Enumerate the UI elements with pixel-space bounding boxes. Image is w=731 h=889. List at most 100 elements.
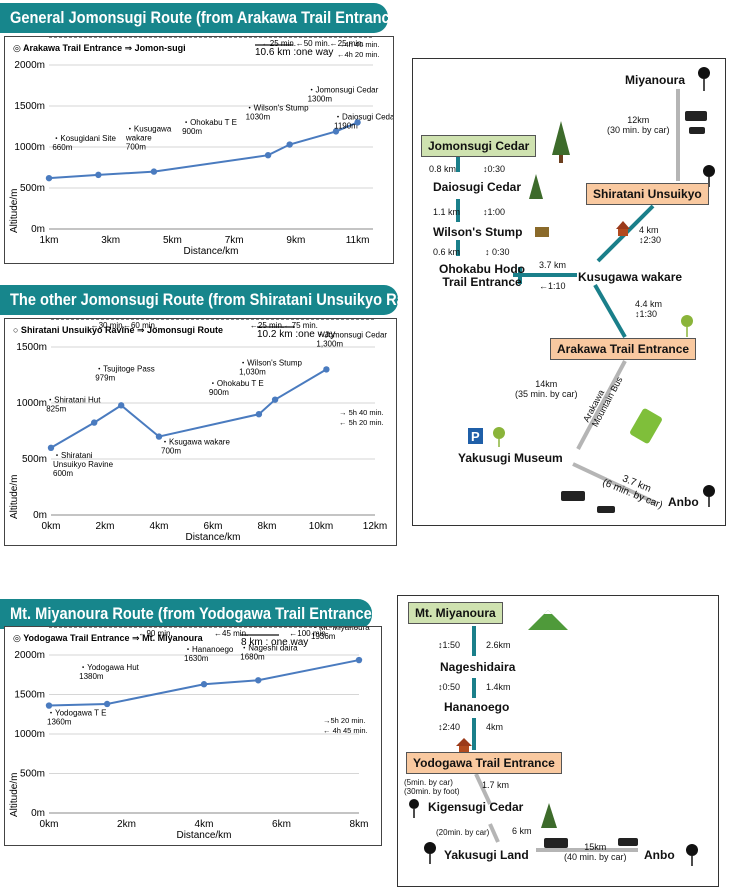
mt-miyanoura-box: Mt. Miyanoura xyxy=(408,602,503,624)
svg-text:P: P xyxy=(471,429,480,444)
mountain-icon xyxy=(528,610,568,630)
x-tick-label: 10km xyxy=(309,521,333,532)
distance-note: 8 km : one way xyxy=(241,637,308,648)
y-axis-label: Altitude/m xyxy=(9,475,20,519)
road-museum-anbo xyxy=(572,462,657,505)
stump-icon xyxy=(535,227,549,237)
y-tick-label: 0m xyxy=(33,510,47,521)
car-icon xyxy=(689,127,705,134)
bus-stop-icon-museum xyxy=(493,427,505,439)
kig-note: (20min. by car) xyxy=(436,828,490,837)
x-tick-label: 2km xyxy=(96,521,115,532)
x-tick-label: 7km xyxy=(225,235,244,246)
place-museum: Yakusugi Museum xyxy=(458,451,563,465)
yodogawa-trail-box: Yodogawa Trail Entrance xyxy=(406,752,562,774)
y-tick-label: 1000m xyxy=(14,142,45,153)
x-tick-label: 12km xyxy=(363,521,387,532)
chart-subtitle: ○ Shiratani Unsuikyo Ravine ⇒ Jomonsugi … xyxy=(13,325,223,335)
segment-time: →40 min.←30 min. xyxy=(91,319,125,330)
segment-time: →50 min.←45 min. xyxy=(214,627,248,638)
time-forward: →5h 20 min. xyxy=(323,716,366,725)
place-yakusugi-land: Yakusugi Land xyxy=(444,848,529,862)
altitude-point xyxy=(271,396,279,403)
altitude-point xyxy=(255,677,262,684)
x-axis-label: Distance/km xyxy=(183,246,238,257)
x-axis-label: Distance/km xyxy=(185,532,240,543)
seg-wil-oho: 0.6 km xyxy=(433,247,461,257)
x-tick-label: 8km xyxy=(258,521,277,532)
x-axis-label: Distance/km xyxy=(176,830,231,841)
x-tick-label: 3km xyxy=(101,235,120,246)
y-tick-label: 1500m xyxy=(16,342,47,353)
bus-stop-icon-land xyxy=(424,842,436,854)
segment-time: →30 min.←25 min. xyxy=(262,37,296,48)
tree-icon xyxy=(552,121,570,155)
seg-wil-oho-time: ↕ 0:30 xyxy=(485,247,510,257)
seg-kig-land: 6 km xyxy=(512,826,532,836)
bus-stop-icon-anbo xyxy=(703,485,715,497)
altitude-point xyxy=(118,402,125,409)
y-tick-label: 1000m xyxy=(16,398,47,409)
seg-jomon-dai: 0.8 km xyxy=(429,164,457,174)
tree-icon-kigensugi xyxy=(541,803,557,828)
altitude-point xyxy=(47,444,55,451)
altitude-point xyxy=(200,681,208,688)
place-nageshidaira: Nageshidaira xyxy=(440,660,516,674)
chart1-title-banner: General Jomonsugi Route (from Arakawa Tr… xyxy=(0,3,403,33)
seg-oho-kus-time: ←1:10 xyxy=(539,281,566,291)
segment-time: →60 min.←50 min. xyxy=(296,37,330,48)
seg-shira-kus: 4 km ↕2:30 xyxy=(639,225,662,245)
seg-ara-mus: 14km (35 min. by car) xyxy=(515,379,578,399)
x-tick-label: 1km xyxy=(40,235,59,246)
time-forward: →4h 40 min. xyxy=(337,40,380,49)
map-miyanoura: Mt. Miyanoura Nageshidaira Hananoego Yod… xyxy=(397,595,719,887)
map2-lines xyxy=(409,610,698,866)
place-ohokabu: Ohokabu Hodo Trail Entrance xyxy=(439,262,525,289)
x-tick-label: 0km xyxy=(42,521,61,532)
y-tick-label: 500m xyxy=(20,183,45,194)
x-tick-label: 9km xyxy=(286,235,305,246)
seg3-dist: 4km xyxy=(486,722,504,732)
altitude-point xyxy=(264,152,272,159)
altitude-point xyxy=(45,174,53,182)
y-tick-label: 0m xyxy=(31,224,45,235)
seg-dai-wil: 1.1 km xyxy=(433,207,461,217)
y-tick-label: 2000m xyxy=(14,650,45,661)
road-kig-land xyxy=(488,823,500,843)
shiratani-unsuikyo-box: Shiratani Unsuikyo xyxy=(586,183,709,205)
seg-oho-kus: 3.7 km xyxy=(539,260,567,270)
road-yodo-kig xyxy=(474,773,492,805)
segment-time: ⇔40 min. xyxy=(109,37,143,39)
altitude-line xyxy=(48,121,358,180)
seg3-time: ↕2:40 xyxy=(438,722,461,732)
hut-body xyxy=(618,229,628,236)
x-tick-label: 4km xyxy=(150,521,169,532)
altitude-point xyxy=(354,119,361,126)
yodo-note: (5min. by car) (30min. by foot) xyxy=(404,778,460,796)
hut-body-yodogawa xyxy=(459,746,469,753)
y-tick-label: 1500m xyxy=(14,690,45,701)
distance-note: 10.6 km :one way xyxy=(255,47,333,58)
y-axis-label: Altitude/m xyxy=(9,773,20,817)
bus-stop-icon-arakawa xyxy=(681,315,693,327)
place-kigensugi: Kigensugi Cedar xyxy=(428,800,524,814)
altitude-point xyxy=(95,171,102,179)
road-arakawa-museum xyxy=(576,360,627,450)
bus-icon-land xyxy=(544,838,568,848)
bus-icon-anbo xyxy=(561,491,585,501)
altitude-point xyxy=(150,168,158,175)
bus-stop-icon-kigensugi xyxy=(409,799,419,809)
car-icon-land xyxy=(618,838,638,846)
place-anbo-2: Anbo xyxy=(644,848,675,862)
segment-time: ⇔70 min. xyxy=(192,319,226,321)
